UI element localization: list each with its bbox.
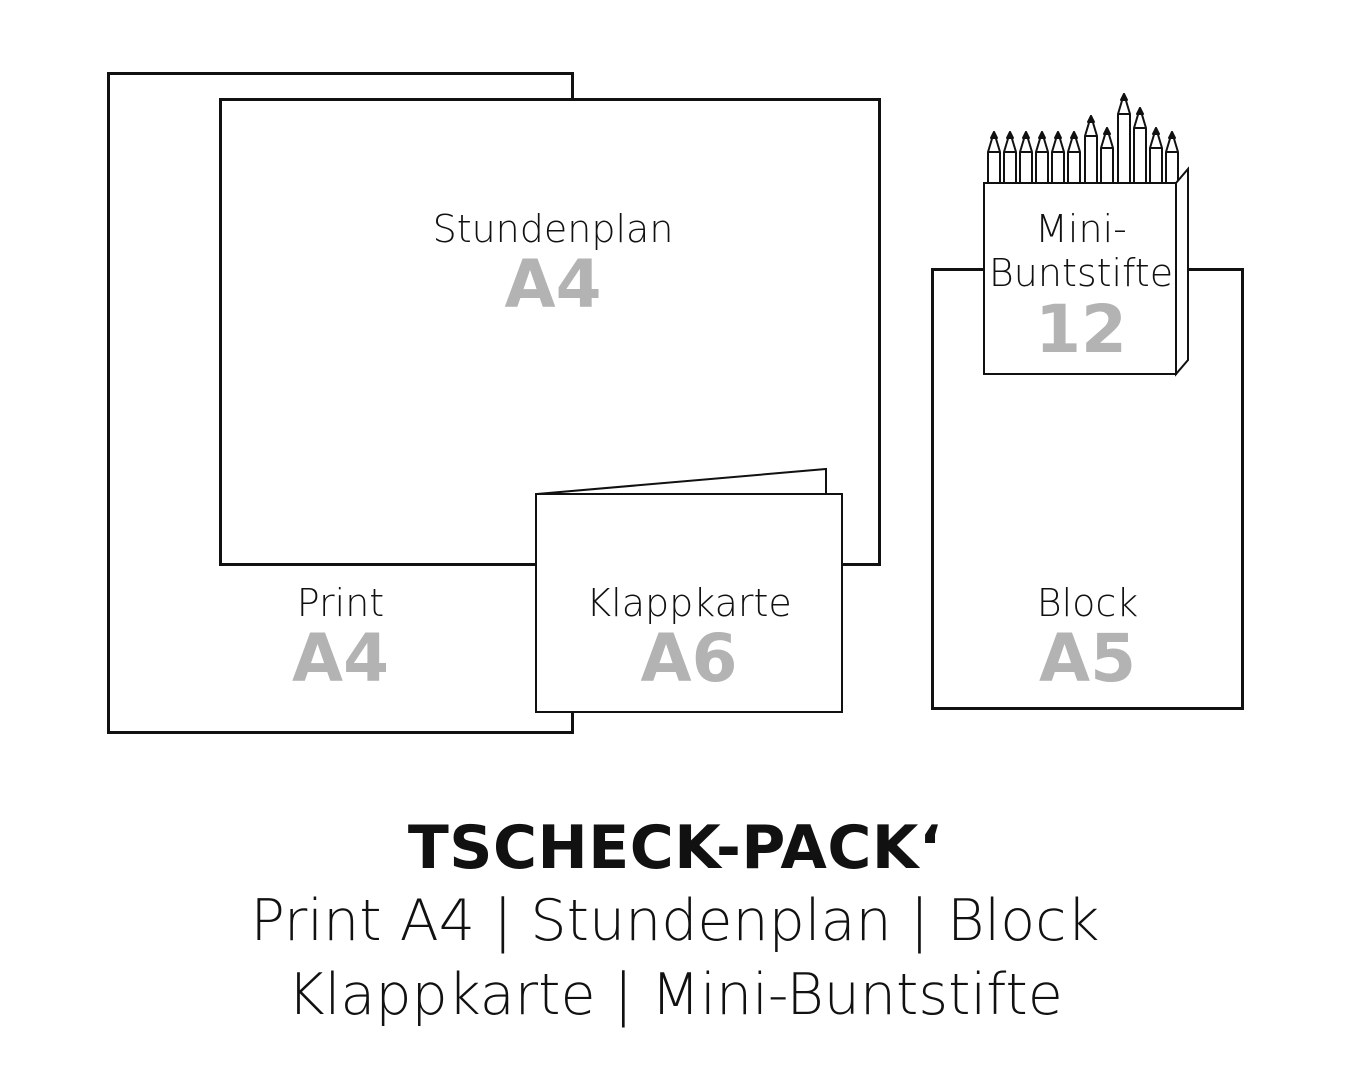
caption: TSCHECK-PACK‘ Print A4 | Stundenplan | B… xyxy=(0,812,1350,1032)
caption-line-1: Print A4 | Stundenplan | Block xyxy=(250,888,1100,954)
pencil xyxy=(1051,131,1065,191)
pencil xyxy=(1133,107,1147,191)
klappkarte-a6-card xyxy=(535,493,843,713)
klappkarte-label: Klappkarte xyxy=(586,581,792,625)
pencil xyxy=(1100,127,1114,191)
pencil xyxy=(1117,93,1131,191)
buntstifte-label-line1: Mini- xyxy=(1035,207,1127,251)
caption-title: TSCHECK-PACK‘ xyxy=(407,813,943,883)
stundenplan-size: A4 xyxy=(504,246,602,323)
stundenplan-label: Stundenplan xyxy=(432,207,674,251)
caption-line-2: Klappkarte | Mini-Buntstifte xyxy=(287,962,1063,1028)
buntstifte-label-line2: Buntstifte xyxy=(988,251,1174,295)
pencil xyxy=(1003,131,1017,191)
pencil xyxy=(1067,131,1081,191)
print-label: Print xyxy=(296,581,385,625)
klappkarte-size: A6 xyxy=(640,620,738,697)
pencil xyxy=(1035,131,1049,191)
block-size: A5 xyxy=(1038,620,1136,697)
block-label: Block xyxy=(1036,581,1139,625)
buntstifte-count: 12 xyxy=(1035,291,1127,368)
colored-pencils-icon xyxy=(983,93,1189,377)
print-size: A4 xyxy=(291,620,389,697)
pencil xyxy=(1084,115,1098,191)
pencil xyxy=(1019,131,1033,191)
pencil xyxy=(1149,127,1163,191)
pencil xyxy=(987,131,1001,191)
